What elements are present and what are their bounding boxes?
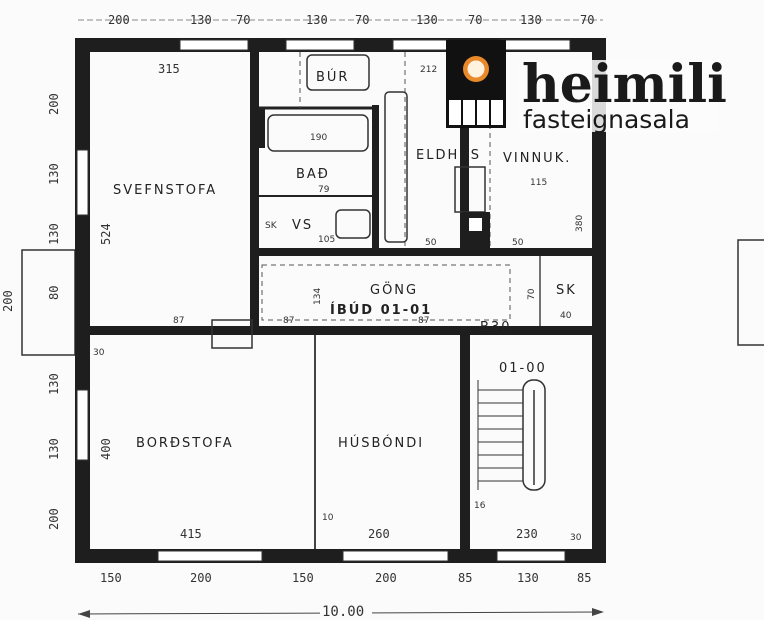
- dim-label: 50: [425, 238, 437, 248]
- room-vinnuk: VINNUK.: [503, 151, 571, 166]
- dim-label: 30: [570, 533, 582, 543]
- dim-label: 40: [560, 311, 572, 321]
- dim-label: 130: [306, 13, 328, 27]
- dim-label: 70: [527, 288, 537, 300]
- dim-label: 524: [99, 223, 113, 245]
- dim-label: 150: [292, 571, 314, 585]
- dim-label: 70: [580, 13, 594, 27]
- heimili-logo: heimili fasteignasala: [446, 40, 727, 134]
- room-vs: VS: [292, 218, 313, 233]
- fixtures: [211, 54, 546, 491]
- dim-label: 200: [47, 93, 61, 115]
- dim-label: 130: [47, 373, 61, 395]
- balcony-adjacent: [737, 239, 764, 346]
- dim-label: 105: [318, 235, 335, 245]
- dim-label: 85: [458, 571, 472, 585]
- room-bad: BAÐ: [296, 167, 330, 182]
- dim-label: 130: [190, 13, 212, 27]
- dim-label: 85: [577, 571, 591, 585]
- toilet: [335, 209, 371, 239]
- room-bur: BÚR: [316, 69, 349, 85]
- dim-label: 87: [418, 316, 429, 326]
- dim-label: 130: [47, 163, 61, 185]
- balcony: [21, 249, 76, 356]
- total-width: 10.00: [322, 604, 364, 620]
- room-sk: SK: [556, 283, 577, 298]
- dim-label: 79: [318, 185, 330, 195]
- dim-label: 70: [468, 13, 482, 27]
- kitchen-counter: [384, 91, 408, 243]
- room-dimensions: 315 524 190 79 105 212 115 380 87 87 87 …: [93, 62, 585, 543]
- dim-label: 70: [236, 13, 250, 27]
- apartment-id: ÍBÚD 01-01: [330, 302, 432, 318]
- bathtub: [267, 114, 369, 152]
- staircase: [477, 379, 546, 491]
- logo-name: heimili: [522, 54, 727, 115]
- dim-label: 200: [1, 290, 15, 312]
- dim-label: 10: [322, 513, 334, 523]
- room-husbondi: HÚSBÓNDI: [338, 435, 424, 451]
- dim-label: 130: [520, 13, 542, 27]
- interior-walls: [90, 52, 592, 549]
- dim-label: 200: [108, 13, 130, 27]
- dim-label: 70: [355, 13, 369, 27]
- logo-tagline: fasteignasala: [523, 105, 690, 134]
- room-gong: GÖNG: [370, 281, 418, 298]
- room-sk: SK: [265, 221, 278, 231]
- dim-label: 212: [420, 65, 437, 75]
- dim-label: 400: [99, 438, 113, 460]
- room-labels: SVEFNSTOFA BÚR BAÐ VS SK ELDHÚS VINNUK. …: [113, 69, 577, 451]
- dim-label: 80: [47, 286, 61, 300]
- dim-label: 380: [575, 215, 585, 232]
- dim-label: 130: [517, 571, 539, 585]
- dim-label: 130: [47, 223, 61, 245]
- dim-label: 115: [530, 178, 547, 188]
- dim-label: 87: [283, 316, 294, 326]
- dim-label: 30: [93, 348, 105, 358]
- dim-label: 130: [47, 438, 61, 460]
- dim-label: 230: [516, 527, 538, 541]
- dim-label: 190: [310, 133, 327, 143]
- dim-label: 87: [173, 316, 184, 326]
- room-eldhus: ELDHÚS: [416, 147, 481, 163]
- stairwell-id: 01-00: [499, 361, 547, 376]
- dim-label: 130: [416, 13, 438, 27]
- top-dimensions: 200 130 70 130 70 130 70 130 70: [78, 13, 603, 27]
- dim-label: 415: [180, 527, 202, 541]
- dim-label: 260: [368, 527, 390, 541]
- dim-label: 200: [47, 508, 61, 530]
- dim-label: 315: [158, 62, 180, 76]
- room-bordstofa: BORÐSTOFA: [136, 436, 234, 451]
- stove: [454, 166, 486, 213]
- room-svefnstofa: SVEFNSTOFA: [113, 183, 217, 198]
- dim-label: 16: [474, 501, 486, 511]
- left-dimensions: 200 130 130 80 200 130 130 200: [1, 93, 61, 530]
- dim-label: 134: [313, 288, 323, 305]
- dim-label: 150: [100, 571, 122, 585]
- bottom-dimensions: 150 200 150 200 85 130 85 10.00: [77, 571, 604, 620]
- label-b30: B30: [480, 320, 511, 335]
- dim-label: 50: [512, 238, 524, 248]
- dim-label: 200: [190, 571, 212, 585]
- dim-label: 200: [375, 571, 397, 585]
